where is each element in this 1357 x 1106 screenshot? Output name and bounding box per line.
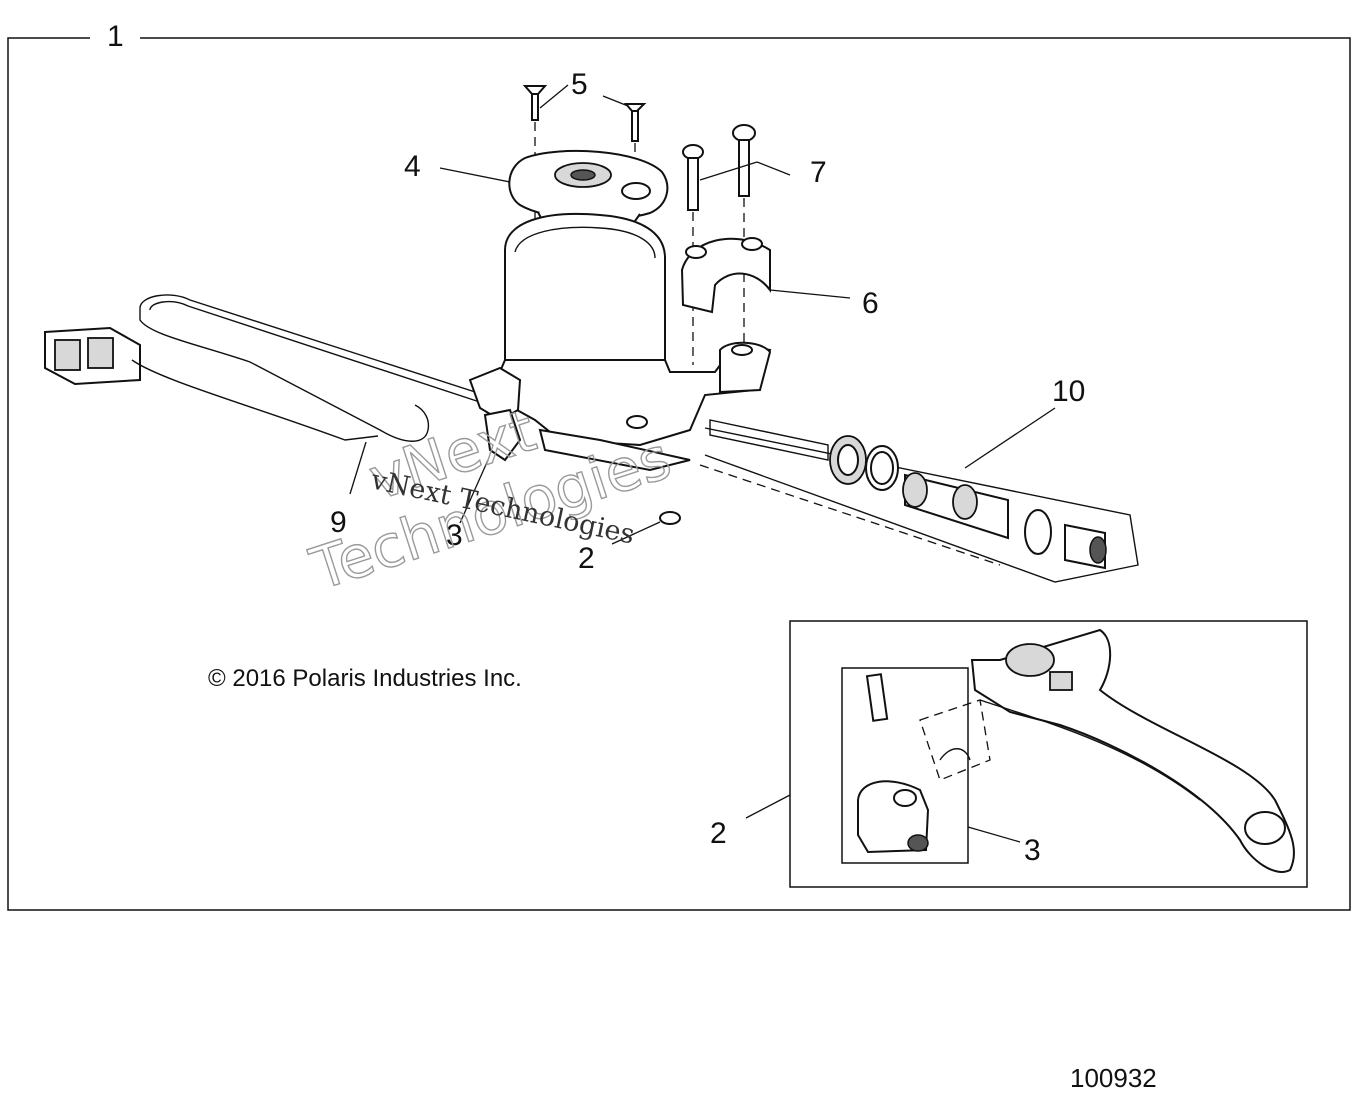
callout-2: 2 bbox=[578, 542, 595, 575]
master-cylinder-body bbox=[488, 212, 772, 472]
clamp-screw-7-right bbox=[732, 124, 756, 345]
lever-inset bbox=[745, 620, 1308, 888]
leader-lines bbox=[349, 84, 1056, 545]
callout-9: 9 bbox=[330, 506, 347, 539]
copyright-text: © 2016 Polaris Industries Inc. bbox=[208, 665, 522, 692]
assembly-frame bbox=[7, 37, 1351, 911]
inset-callout-2: 2 bbox=[710, 817, 727, 850]
callout-4: 4 bbox=[404, 150, 421, 183]
callout-6: 6 bbox=[862, 287, 879, 320]
callout-3: 3 bbox=[446, 519, 463, 552]
piston-kit bbox=[699, 419, 1139, 583]
inset-callout-3: 3 bbox=[1024, 834, 1041, 867]
callout-5: 5 bbox=[571, 68, 588, 101]
callout-10: 10 bbox=[1052, 375, 1085, 408]
retaining-clip bbox=[659, 511, 681, 525]
brake-switch-harness bbox=[44, 294, 522, 462]
callout-7: 7 bbox=[810, 156, 827, 189]
figure-number: 100932 bbox=[1070, 1063, 1157, 1093]
handlebar-clamp bbox=[680, 237, 771, 314]
assembly-number-label: 1 bbox=[107, 20, 124, 53]
